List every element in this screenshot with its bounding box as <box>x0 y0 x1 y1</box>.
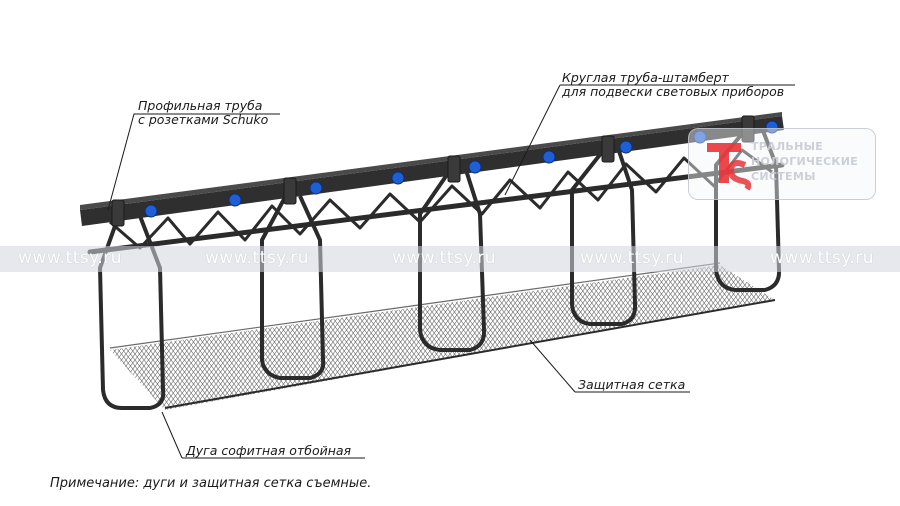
soffit-arcs <box>98 120 782 410</box>
callout-soffit-arc: Дуга софитная отбойная <box>186 443 352 458</box>
watermark-text: www.ttsy.ru <box>18 248 123 268</box>
watermark-text: www.ttsy.ru <box>580 248 685 268</box>
callout-round-pipe: Круглая труба-штамберт для подвески свет… <box>562 71 784 99</box>
soffit-arc-3 <box>418 161 487 352</box>
schuko-sockets <box>144 120 779 218</box>
watermark-band <box>0 246 900 272</box>
leader-lines <box>107 84 795 459</box>
net-rim-back <box>109 262 721 349</box>
soffit-arc-2 <box>260 187 326 380</box>
soffit-arc-1 <box>98 211 166 410</box>
truss-lattice <box>109 148 773 250</box>
leader-profile-pipe <box>107 113 280 211</box>
callout-round-pipe-line2: для подвески световых приборов <box>562 84 785 99</box>
leader-soffit-arc <box>161 411 365 459</box>
watermark-text: www.ttsy.ru <box>770 248 875 268</box>
logo-text: ТРАЛЬНЫЕ НОЛОГИЧЕСКИЕ СИСТЕМЫ <box>751 140 859 183</box>
clamps <box>111 115 755 227</box>
callout-profile-pipe: Профильная труба с розетками Schuko <box>138 99 268 127</box>
logo-mark-icon <box>707 143 752 191</box>
callout-safety-net: Защитная сетка <box>578 377 686 392</box>
logo-watermark: ТРАЛЬНЫЕ НОЛОГИЧЕСКИЕ СИСТЕМЫ <box>688 128 876 200</box>
leader-round-pipe <box>504 84 795 196</box>
soffit-arc-5 <box>714 120 782 292</box>
leader-safety-net <box>529 339 690 393</box>
net-rim-front <box>164 299 776 409</box>
safety-net <box>110 265 775 410</box>
callout-profile-pipe-line2: с розетками Schuko <box>138 112 269 127</box>
watermark-text: www.ttsy.ru <box>205 248 310 268</box>
callout-round-pipe-line1: Круглая труба-штамберт <box>562 70 729 85</box>
footnote: Примечание: дуги и защитная сетка съемны… <box>50 476 372 491</box>
watermark-text: www.ttsy.ru <box>392 248 497 268</box>
callout-profile-pipe-line1: Профильная труба <box>138 98 263 113</box>
soffit-arc-4 <box>570 140 638 326</box>
